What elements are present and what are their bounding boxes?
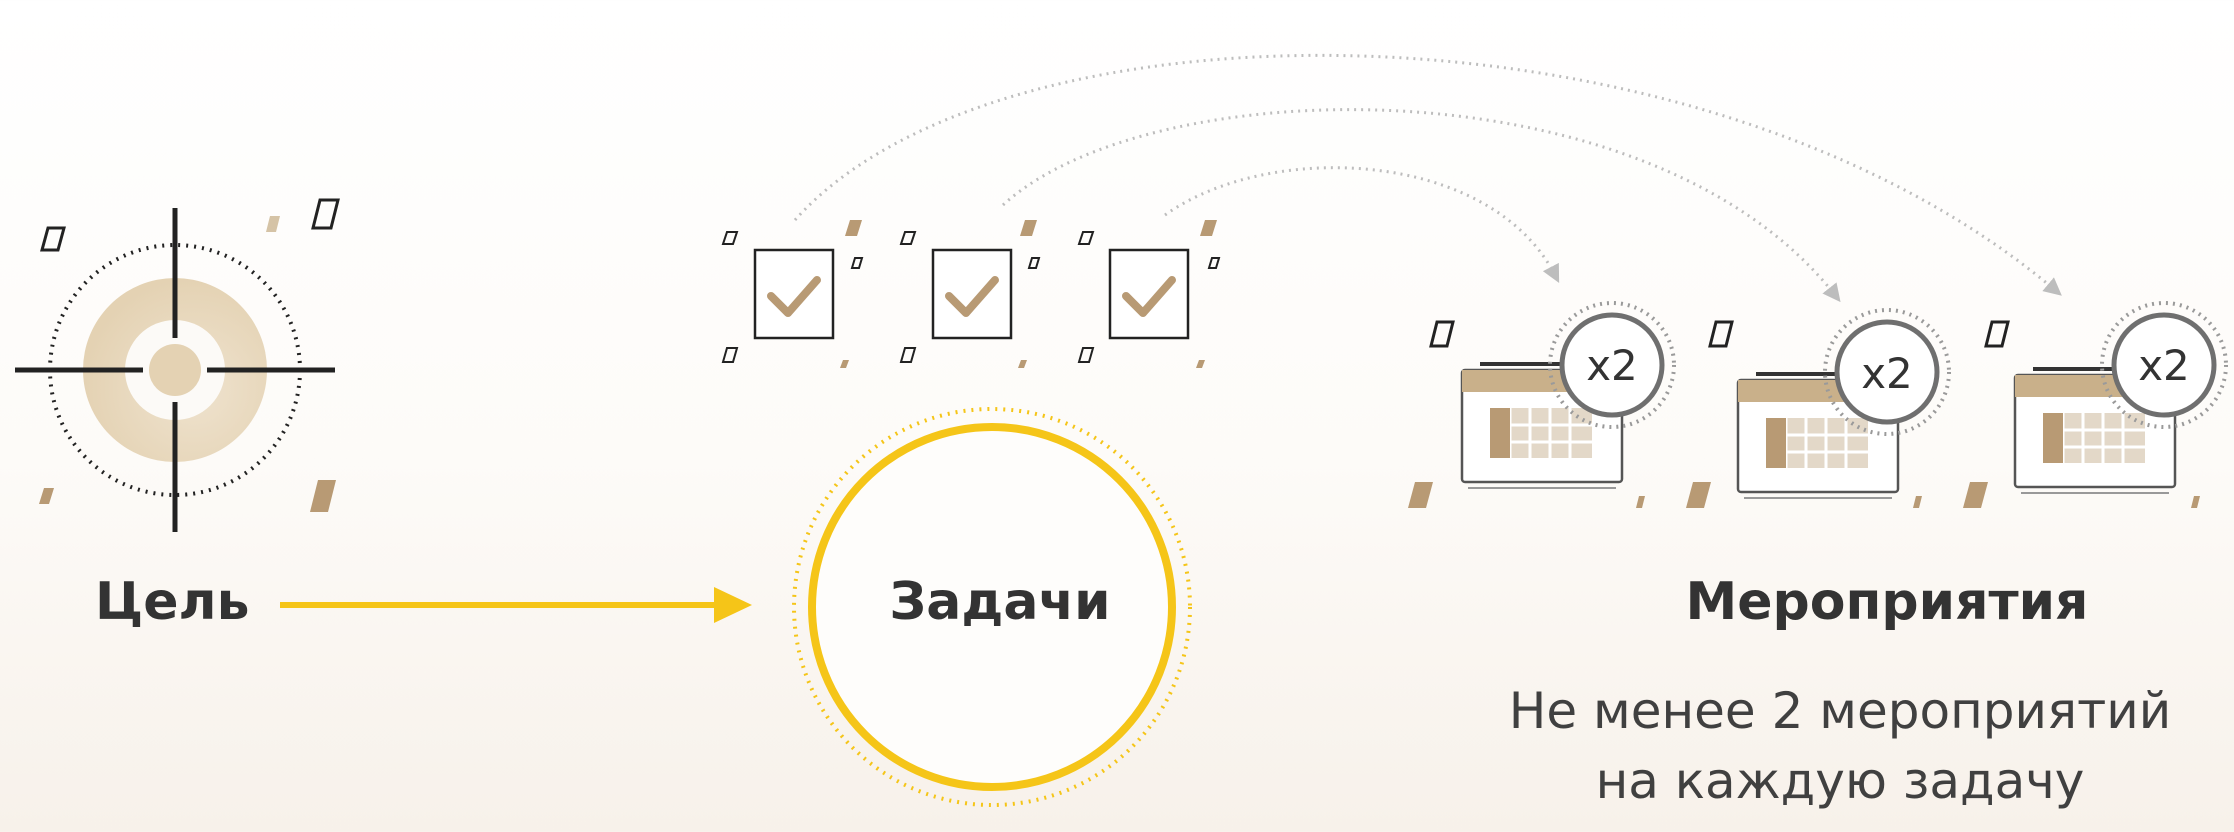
decor-parallelograms-goal [39,198,340,512]
events-note-line-1: Не менее 2 мероприятий [1508,682,2172,740]
multiplier-text: x2 [1861,349,1913,398]
checkbox-icon [1108,248,1190,340]
tasks-circle [792,407,1192,807]
multiplier-badge: x2 [2100,301,2228,429]
connector-arcs [793,53,2062,303]
multiplier-badge: x2 [1548,301,1676,429]
events-label: Мероприятия [1685,572,2089,632]
multiplier-text: x2 [1586,341,1638,390]
decor-parallelograms-tasks [721,220,1221,368]
events-note-line-2: на каждую задачу [1595,752,2085,810]
tasks-label: Задачи [889,572,1111,632]
checkbox-icon [753,248,835,340]
arrow-right-icon [280,587,752,623]
multiplier-text: x2 [2138,341,2190,390]
goal-label: Цель [95,572,250,632]
target-icon [15,208,335,532]
decor-parallelograms-events [1408,320,2200,508]
multiplier-badge: x2 [1823,308,1951,436]
checkbox-icon [931,248,1013,340]
